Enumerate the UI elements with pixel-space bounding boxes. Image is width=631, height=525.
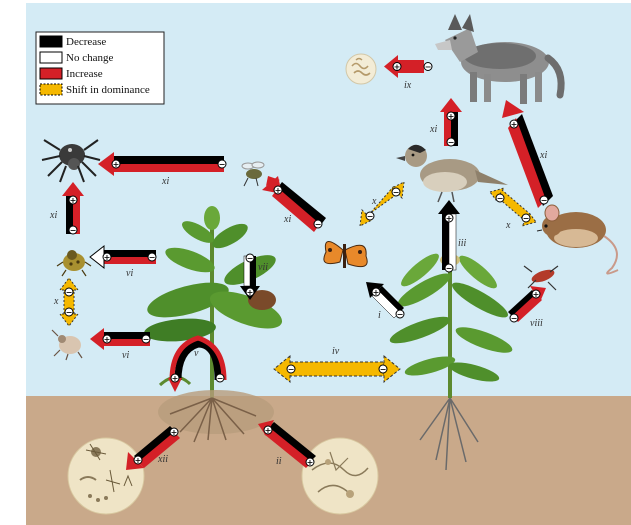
label-ix: ix [404,80,412,91]
legend-label-increase: Increase [66,68,103,80]
svg-text:−: − [247,254,254,263]
label-x-right: x [505,220,511,231]
label-xi-spider: xi [49,210,57,221]
legend: Decrease No change Increase Shift in dom… [36,32,164,104]
svg-text:+: + [373,288,380,297]
svg-text:+: + [448,112,455,121]
svg-text:−: − [315,220,322,229]
label-vi-top: vi [126,268,133,279]
svg-text:+: + [533,290,540,299]
svg-text:−: − [367,212,374,221]
label-v: v [194,348,199,359]
legend-label-decrease: Decrease [66,36,106,48]
label-vi-bottom: vi [122,350,129,361]
legend-item-shift: Shift in dominance [40,84,150,96]
legend-label-no-change: No change [66,52,113,64]
svg-text:−: − [70,226,77,235]
svg-text:+: + [511,120,518,129]
legend-item-increase: Increase [40,68,103,80]
parasite-inset [346,54,376,84]
svg-text:+: + [135,456,142,465]
svg-text:+: + [394,63,401,72]
svg-text:+: + [446,214,453,223]
label-xi-wolf: xi [429,124,437,135]
svg-text:−: − [448,138,455,147]
svg-text:−: − [217,374,224,383]
svg-text:+: + [171,428,178,437]
label-iii: iii [458,238,467,249]
svg-text:+: + [307,458,314,467]
butterfly-illustration [324,241,367,268]
svg-text:−: − [511,314,518,323]
svg-text:−: − [149,253,156,262]
svg-text:−: − [523,214,530,223]
svg-text:+: + [70,196,77,205]
label-ii: ii [276,456,282,467]
label-vii: vii [258,262,268,273]
svg-text:−: − [397,310,404,319]
svg-text:−: − [66,308,73,317]
svg-text:−: − [380,365,387,374]
legend-item-decrease: Decrease [40,36,106,48]
label-xi-butterfly: xi [283,214,291,225]
label-xi-fly: xi [161,176,169,187]
mycorrhizal-fungi-inset [302,438,378,514]
label-xii: xii [157,454,168,465]
svg-text:−: − [66,288,73,297]
label-x-left: x [53,296,59,307]
svg-text:+: + [113,160,120,169]
svg-text:+: + [275,186,282,195]
svg-text:−: − [219,160,226,169]
svg-text:+: + [265,426,272,435]
svg-text:−: − [497,194,504,203]
svg-text:−: − [393,188,400,197]
svg-text:+: + [247,288,254,297]
legend-item-no-change: No change [40,52,113,64]
svg-text:+: + [104,253,111,262]
svg-text:−: − [446,264,453,273]
svg-text:+: + [172,374,179,383]
svg-text:−: − [143,335,150,344]
svg-text:−: − [288,365,295,374]
label-xi-mouse: xi [539,150,547,161]
label-x-bird: x [371,196,377,207]
soil-fauna-inset [68,438,144,514]
svg-text:+: + [104,335,111,344]
label-i: i [378,310,381,321]
svg-text:−: − [541,196,548,205]
legend-label-shift: Shift in dominance [66,84,150,96]
label-viii: viii [530,318,543,329]
label-iv: iv [332,346,340,357]
svg-text:−: − [425,63,432,72]
